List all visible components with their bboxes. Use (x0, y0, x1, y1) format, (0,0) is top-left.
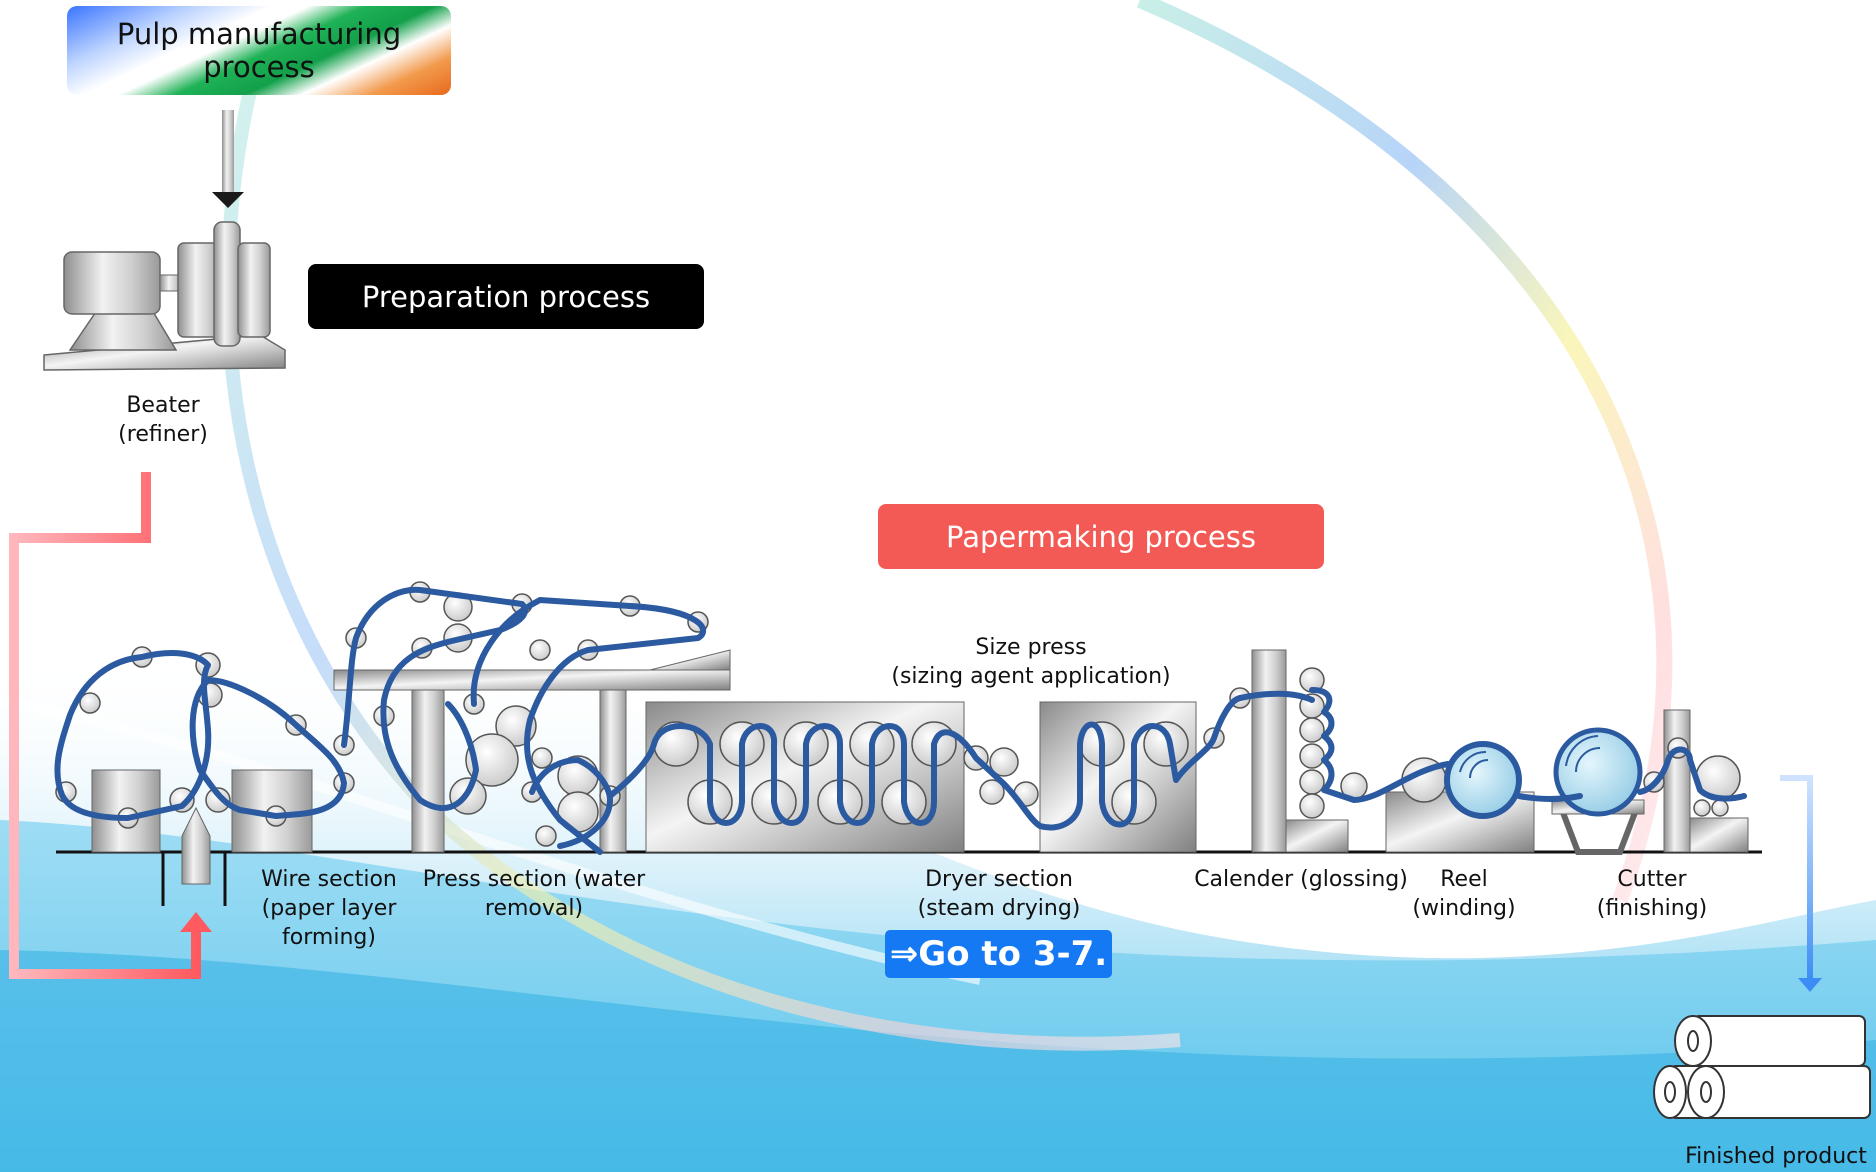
calender-label: Calender (glossing) (1194, 867, 1408, 892)
finished-product-rolls-icon (1653, 1015, 1871, 1119)
to-finished-product-arrow (1780, 775, 1822, 992)
press-section-label: Press section (water removal) (422, 867, 646, 921)
pulp-manufacturing-badge: Pulp manufacturing process (67, 6, 451, 95)
preparation-process-badge: Preparation process (308, 264, 704, 329)
dryer-section-label: Dryer section (steam drying) (917, 867, 1081, 921)
go-to-3-7-link[interactable]: ⇒Go to 3-7. (885, 930, 1112, 978)
size-press-label: Size press (sizing agent application) (891, 635, 1171, 689)
reel-label: Reel (winding) (1412, 867, 1516, 921)
cutter-label: Cutter (finishing) (1596, 867, 1708, 921)
pulp-to-beater-arrow (212, 110, 244, 208)
headbox-pit (161, 806, 227, 906)
wire-section-label: Wire section (paper layer forming) (261, 867, 397, 950)
process-flow-arrow (9, 472, 212, 979)
beater-machine (43, 221, 286, 371)
beater-label: Beater (refiner) (118, 393, 208, 447)
finished-product-label: Finished product (1685, 1144, 1867, 1169)
papermaking-process-badge: Papermaking process (878, 504, 1324, 569)
paper-reels (1444, 727, 1643, 819)
felt-and-web-paths (54, 586, 1747, 855)
